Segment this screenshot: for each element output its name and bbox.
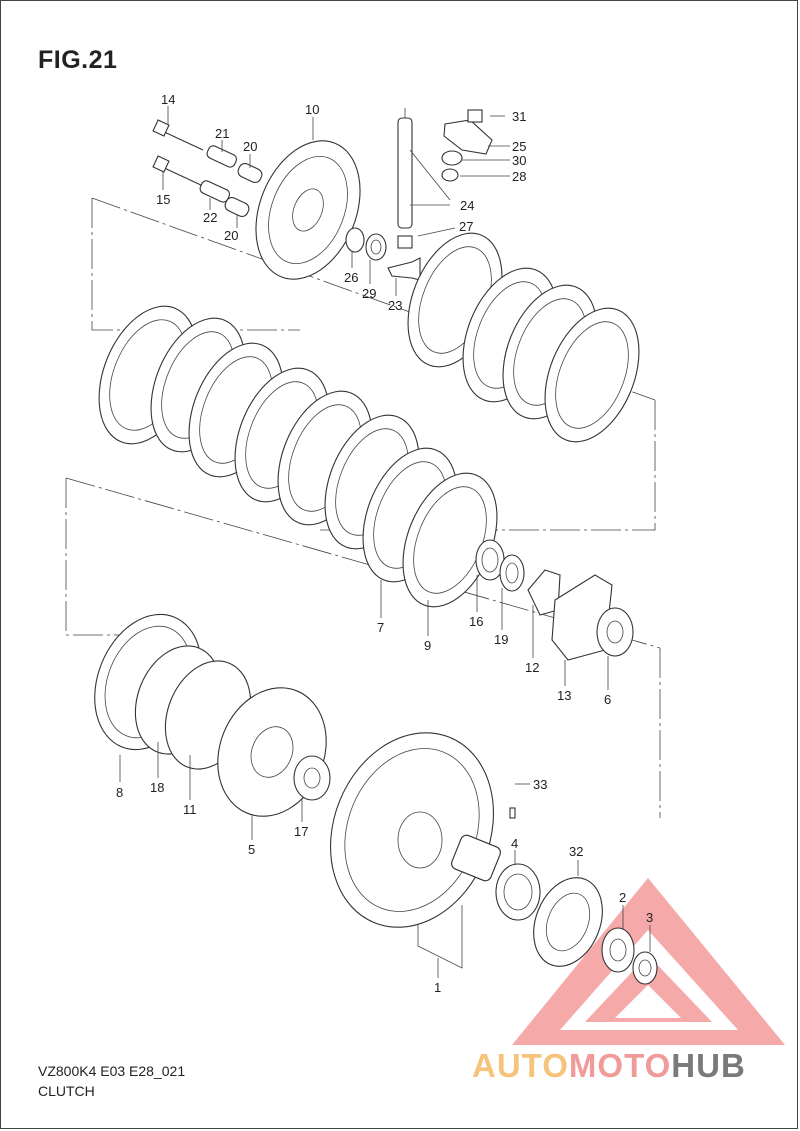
callout-12: 12 bbox=[525, 660, 539, 675]
callout-labels: 14 21 20 10 31 25 30 28 15 22 20 24 27 2… bbox=[116, 92, 653, 995]
release-rod bbox=[397, 108, 413, 229]
callout-8: 8 bbox=[116, 785, 123, 800]
callout-18: 18 bbox=[150, 780, 164, 795]
primary-driven-gear bbox=[330, 732, 516, 928]
middle-hub-parts bbox=[475, 539, 634, 661]
callout-9: 9 bbox=[424, 638, 431, 653]
release-arm-parts bbox=[409, 109, 493, 206]
callout-29: 29 bbox=[362, 286, 376, 301]
callout-22: 22 bbox=[203, 210, 217, 225]
callout-27: 27 bbox=[459, 219, 473, 234]
watermark-hub: HUB bbox=[671, 1047, 746, 1084]
callout-5: 5 bbox=[248, 842, 255, 857]
callout-20: 20 bbox=[243, 139, 257, 154]
needle-bearing-spacer-washers bbox=[495, 863, 658, 985]
callout-10: 10 bbox=[305, 102, 319, 117]
callout-24: 24 bbox=[460, 198, 474, 213]
callout-28: 28 bbox=[512, 169, 526, 184]
watermark-moto: MOTO bbox=[568, 1047, 672, 1084]
callout-26: 26 bbox=[344, 270, 358, 285]
callout-33: 33 bbox=[533, 777, 547, 792]
callout-30: 30 bbox=[512, 153, 526, 168]
callout-25: 25 bbox=[512, 139, 526, 154]
callout-3: 3 bbox=[646, 910, 653, 925]
callout-16: 16 bbox=[469, 614, 483, 629]
callout-15: 15 bbox=[156, 192, 170, 207]
figure-title: FIG.21 bbox=[38, 46, 118, 74]
release-bearing-parts bbox=[345, 227, 421, 281]
upper-right-plates bbox=[407, 232, 640, 443]
watermark-auto: AUTO bbox=[472, 1047, 569, 1084]
model-code: VZ800K4 E03 E28_021 bbox=[38, 1063, 186, 1079]
clutch-springs bbox=[199, 145, 263, 217]
leader-lines bbox=[119, 106, 651, 978]
callout-14: 14 bbox=[161, 92, 175, 107]
callout-17: 17 bbox=[294, 824, 308, 839]
callout-19: 19 bbox=[494, 632, 508, 647]
callout-31: 31 bbox=[512, 109, 526, 124]
watermark-logo-text: AUTOMOTOHUB bbox=[472, 1047, 746, 1085]
callout-2: 2 bbox=[619, 890, 626, 905]
callout-20-lower: 20 bbox=[224, 228, 238, 243]
lower-spring-and-plates bbox=[94, 613, 252, 770]
callout-4: 4 bbox=[511, 836, 518, 851]
section-name: CLUTCH bbox=[38, 1083, 95, 1099]
clutch-spring-bolts bbox=[152, 119, 204, 187]
callout-32: 32 bbox=[569, 844, 583, 859]
pressure-plate bbox=[255, 140, 361, 280]
callout-23: 23 bbox=[388, 298, 402, 313]
upper-friction-plates bbox=[98, 305, 498, 608]
callout-11: 11 bbox=[183, 802, 197, 817]
clutch-sleeve-hub bbox=[217, 687, 331, 817]
callout-13: 13 bbox=[557, 688, 571, 703]
callout-6: 6 bbox=[604, 692, 611, 707]
callout-1: 1 bbox=[434, 980, 441, 995]
callout-21: 21 bbox=[215, 126, 229, 141]
callout-7: 7 bbox=[377, 620, 384, 635]
